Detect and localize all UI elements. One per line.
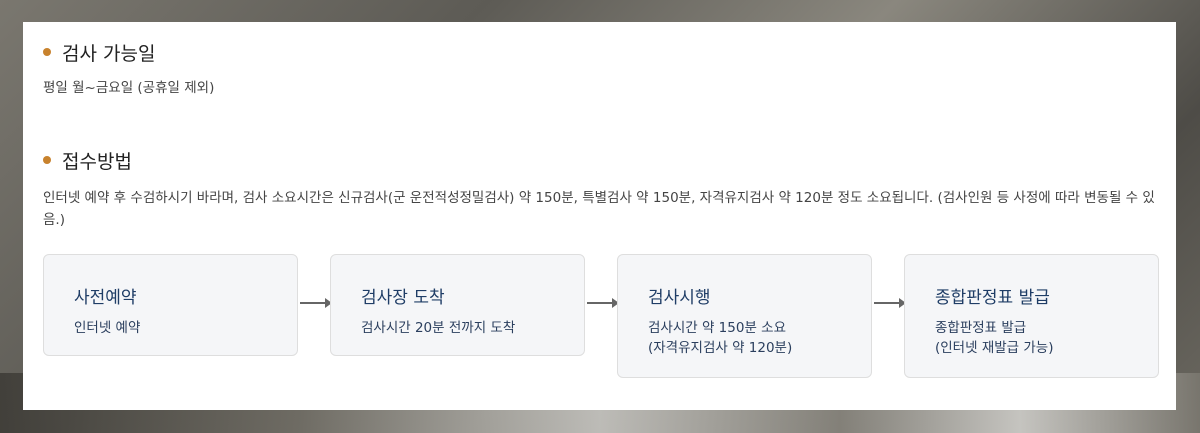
content-card: 검사 가능일 평일 월~금요일 (공휴일 제외) 접수방법 인터넷 예약 후 수… (23, 22, 1176, 410)
arrow-right-icon (300, 298, 332, 308)
step-title: 검사장 도착 (361, 288, 445, 308)
reception-title: 접수방법 (62, 150, 132, 173)
reception-heading: 접수방법 (43, 147, 1160, 173)
step-card-test: 검사시행 검사시간 약 150분 소요 (자격유지검사 약 120분) (617, 254, 872, 378)
step-text: 종합판정표 발급 (인터넷 재발급 가능) (935, 320, 1054, 356)
step-card-reservation: 사전예약 인터넷 예약 (43, 254, 298, 356)
availability-text: 평일 월~금요일 (공휴일 제외) (43, 80, 215, 96)
availability-title: 검사 가능일 (62, 42, 156, 65)
process-flow: 사전예약 인터넷 예약 검사장 도착 검사시간 20분 전까지 도착 검사시행 … (43, 254, 1161, 378)
bullet-dot-icon (43, 156, 51, 164)
availability-heading: 검사 가능일 (43, 39, 1160, 65)
step-title: 사전예약 (74, 288, 137, 308)
step-text: 검사시간 20분 전까지 도착 (361, 320, 516, 336)
step-title: 종합판정표 발급 (935, 288, 1050, 308)
step-card-report: 종합판정표 발급 종합판정표 발급 (인터넷 재발급 가능) (904, 254, 1159, 378)
availability-section: 검사 가능일 평일 월~금요일 (공휴일 제외) (43, 39, 1160, 99)
step-card-arrival: 검사장 도착 검사시간 20분 전까지 도착 (330, 254, 585, 356)
bullet-dot-icon (43, 48, 51, 56)
arrow-right-icon (874, 298, 906, 308)
reception-text: 인터넷 예약 후 수검하시기 바라며, 검사 소요시간은 신규검사(군 운전적성… (43, 190, 1155, 228)
arrow-right-icon (587, 298, 619, 308)
reception-section: 접수방법 인터넷 예약 후 수검하시기 바라며, 검사 소요시간은 신규검사(군… (43, 147, 1160, 231)
step-text: 인터넷 예약 (74, 320, 141, 336)
step-title: 검사시행 (648, 288, 711, 308)
step-text: 검사시간 약 150분 소요 (자격유지검사 약 120분) (648, 320, 793, 356)
